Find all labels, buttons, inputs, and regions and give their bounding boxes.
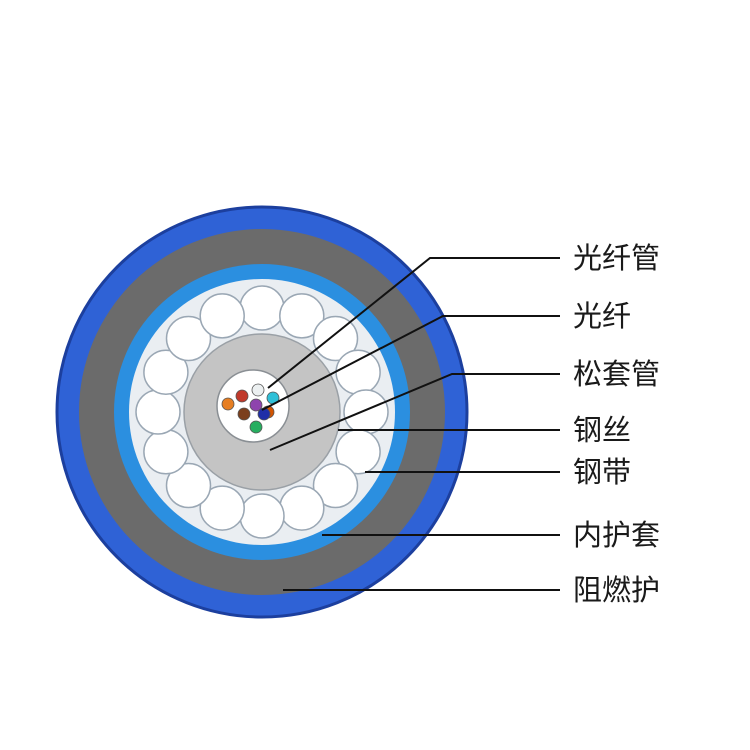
label-fiber-tube: 光纤管 (573, 241, 660, 275)
steel-wire (165, 315, 212, 362)
steel-wire (343, 389, 389, 435)
optical-fiber-strand (221, 397, 235, 411)
label-steel-wire: 钢丝 (573, 413, 631, 447)
leader-loose-tube (269, 373, 560, 451)
optical-fiber-strand (249, 398, 263, 412)
steel-wire-group (135, 285, 389, 539)
steel-wire (279, 485, 325, 531)
steel-wire (143, 429, 189, 475)
steel-wire (199, 293, 245, 339)
leader-lines (261, 257, 560, 591)
steel-wire (239, 493, 285, 539)
steel-wire (239, 285, 285, 331)
steel-wire (199, 485, 245, 531)
optical-fiber-strand (249, 420, 263, 434)
steel-wire (312, 315, 359, 362)
steel-wire (165, 462, 212, 509)
label-inner-sheath: 内护套 (573, 518, 660, 552)
steel-wire (279, 293, 325, 339)
optical-fiber-group (221, 383, 280, 434)
leader-fiber-tube (267, 257, 560, 389)
steel-wire (135, 389, 181, 435)
label-optical-fiber: 光纤 (573, 299, 631, 333)
label-flame-retardant-sheath: 阻燃护 (573, 573, 660, 607)
label-loose-tube: 松套管 (573, 357, 660, 391)
label-group: 光纤管 光纤 松套管 钢丝 钢带 内护套 阻燃护 (573, 241, 660, 607)
optical-fiber-strand (235, 389, 249, 403)
steel-wire (335, 349, 381, 395)
leader-optical-fiber (261, 315, 560, 411)
optical-fiber-strand (251, 383, 265, 397)
steel-wire (312, 462, 359, 509)
optical-fiber-strand (237, 407, 251, 421)
label-steel-tape: 钢带 (573, 455, 631, 489)
steel-wire (143, 349, 189, 395)
